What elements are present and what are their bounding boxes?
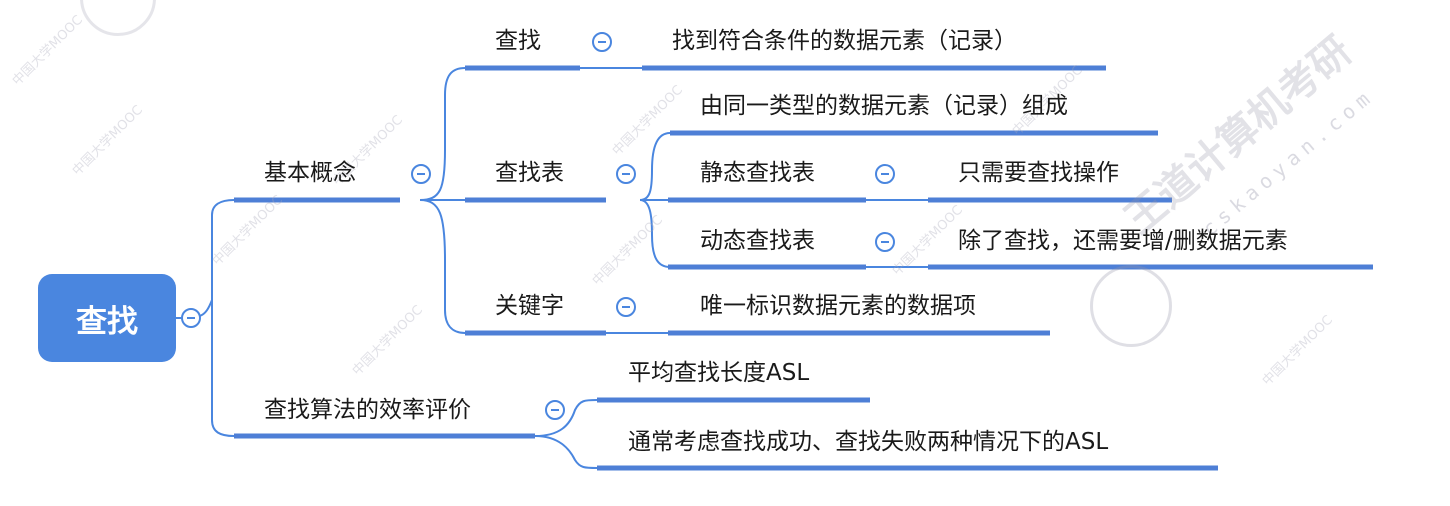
- node-search-table-def[interactable]: 由同一类型的数据元素（记录）组成: [700, 93, 1068, 119]
- node-basic-concepts[interactable]: 基本概念: [264, 160, 356, 186]
- collapse-icon[interactable]: [592, 32, 612, 52]
- underlines: [234, 65, 1373, 471]
- root-node-label: 查找: [76, 303, 138, 340]
- collapse-icon[interactable]: [545, 400, 565, 420]
- collapse-icon[interactable]: [616, 297, 636, 317]
- watermark-seal: [1090, 265, 1172, 347]
- collapse-icon[interactable]: [875, 164, 895, 184]
- node-keyword[interactable]: 关键字: [495, 293, 564, 319]
- node-static-table-def[interactable]: 只需要查找操作: [958, 160, 1119, 186]
- node-dynamic-table-def[interactable]: 除了查找，还需要增/删数据元素: [958, 228, 1288, 254]
- collapse-icon[interactable]: [181, 308, 201, 328]
- node-search[interactable]: 查找: [495, 28, 541, 54]
- node-efficiency[interactable]: 查找算法的效率评价: [264, 397, 471, 423]
- collapse-icon[interactable]: [411, 164, 431, 184]
- node-asl[interactable]: 平均查找长度ASL: [628, 360, 810, 386]
- collapse-icon[interactable]: [616, 164, 636, 184]
- node-search-def[interactable]: 找到符合条件的数据元素（记录）: [672, 28, 1017, 54]
- node-keyword-def[interactable]: 唯一标识数据元素的数据项: [700, 293, 976, 319]
- collapse-icon[interactable]: [875, 232, 895, 252]
- root-node[interactable]: 查找: [38, 274, 176, 362]
- node-asl-note[interactable]: 通常考虑查找成功、查找失败两种情况下的ASL: [628, 429, 1109, 455]
- node-search-table[interactable]: 查找表: [495, 160, 564, 186]
- node-static-table[interactable]: 静态查找表: [700, 160, 815, 186]
- node-dynamic-table[interactable]: 动态查找表: [700, 228, 815, 254]
- connector-lines: [175, 67, 928, 469]
